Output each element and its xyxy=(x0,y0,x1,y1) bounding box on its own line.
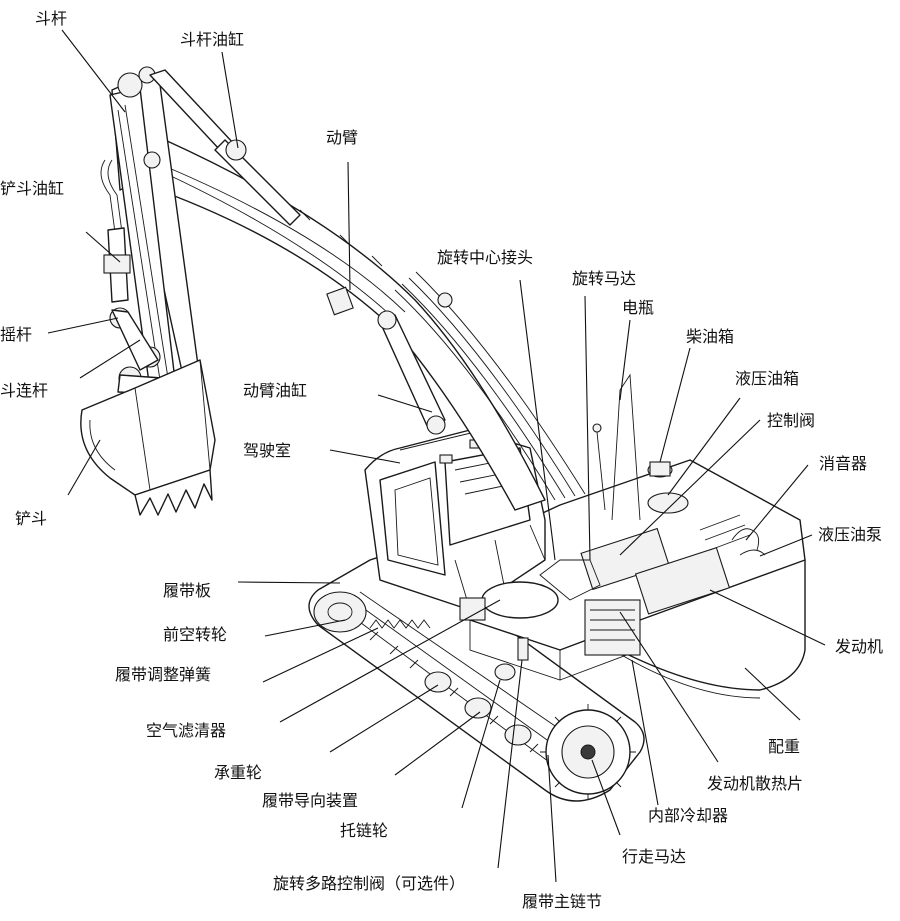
leader-track-guide xyxy=(394,711,481,776)
leader-idler xyxy=(264,619,346,637)
label-battery: 电瓶 xyxy=(622,298,654,317)
label-carrier-roller: 托链轮 xyxy=(340,821,388,840)
track-assembly xyxy=(308,555,645,802)
leader-air-filter xyxy=(279,599,501,723)
label-rocker: 摇杆 xyxy=(0,325,32,344)
leader-swing-valve xyxy=(497,659,523,869)
leader-track-shoe xyxy=(237,581,341,584)
leader-carrier-roller xyxy=(461,679,501,809)
leader-swing-motor xyxy=(584,295,591,561)
leader-cab xyxy=(329,449,401,464)
label-track-spring: 履带调整弹簧 xyxy=(115,665,211,684)
leader-bucket-link xyxy=(79,339,141,379)
label-boom-cylinder: 动臂油缸 xyxy=(243,381,307,400)
label-fuel-tank: 柴油箱 xyxy=(686,327,734,346)
engine-compartment xyxy=(580,373,766,656)
leader-boom-cylinder xyxy=(377,394,433,413)
leader-boom xyxy=(347,161,351,291)
label-track-shoe: 履带板 xyxy=(163,581,211,600)
label-idler: 前空转轮 xyxy=(163,625,227,644)
label-control-valve: 控制阀 xyxy=(767,411,815,430)
leader-lines xyxy=(47,29,826,883)
label-bucket-cylinder: 铲斗油缸 xyxy=(0,179,64,198)
leader-battery xyxy=(619,319,631,401)
leader-muffler xyxy=(745,464,809,541)
arm-shape xyxy=(109,66,201,391)
label-air-filter: 空气滤清器 xyxy=(146,721,226,740)
leader-bucket-cylinder xyxy=(85,231,121,263)
leader-engine xyxy=(709,589,826,646)
boom-shape xyxy=(139,139,586,511)
label-boom: 动臂 xyxy=(326,128,358,147)
leader-counterweight xyxy=(744,667,801,721)
leader-hydraulic-pump xyxy=(759,534,813,557)
label-muffler: 消音器 xyxy=(819,454,867,473)
label-hydraulic-tank: 液压油箱 xyxy=(735,369,799,388)
leader-track-spring xyxy=(262,627,379,683)
excavator-illustration xyxy=(80,66,806,802)
label-dougan-cylinder: 斗杆油缸 xyxy=(180,30,244,49)
leader-radiator xyxy=(619,611,719,763)
label-engine: 发动机 xyxy=(835,637,883,656)
idler-wheel xyxy=(313,591,367,633)
leader-track-link xyxy=(547,754,557,883)
leader-rocker xyxy=(47,317,119,334)
leader-dougan xyxy=(61,29,126,113)
leader-control-valve xyxy=(619,419,761,556)
label-bucket: 铲斗 xyxy=(15,509,47,528)
label-swing-valve: 旋转多路控制阀（可选件） xyxy=(273,874,465,893)
label-swing-motor: 旋转马达 xyxy=(572,269,636,288)
label-track-guide: 履带导向装置 xyxy=(262,791,358,810)
label-track-link: 履带主链节 xyxy=(522,892,602,911)
label-counterweight: 配重 xyxy=(768,737,800,756)
label-dougan: 斗杆 xyxy=(35,9,67,28)
leader-track-roller xyxy=(329,684,439,753)
leader-travel-motor xyxy=(591,759,621,836)
labels: 斗杆 斗杆油缸 动臂 铲斗油缸 摇杆 斗连杆 铲斗 动臂油缸 驾驶室 旋转中心接… xyxy=(0,9,883,911)
label-travel-motor: 行走马达 xyxy=(622,847,686,866)
leader-dougan-cylinder xyxy=(221,51,239,149)
leader-internal-cooler xyxy=(631,659,659,806)
label-track-roller: 承重轮 xyxy=(214,763,262,782)
label-swivel-joint: 旋转中心接头 xyxy=(437,248,533,267)
label-bucket-link: 斗连杆 xyxy=(0,381,48,400)
label-hydraulic-pump: 液压油泵 xyxy=(818,525,882,544)
label-radiator: 发动机散热片 xyxy=(707,774,803,793)
leader-swivel-joint xyxy=(519,279,556,561)
leader-hydraulic-tank xyxy=(667,397,741,496)
leader-bucket xyxy=(67,439,101,496)
label-cab: 驾驶室 xyxy=(243,441,291,460)
label-internal-cooler: 内部冷却器 xyxy=(648,806,728,825)
bucket-shape xyxy=(80,359,216,516)
leader-fuel-tank xyxy=(659,347,691,463)
